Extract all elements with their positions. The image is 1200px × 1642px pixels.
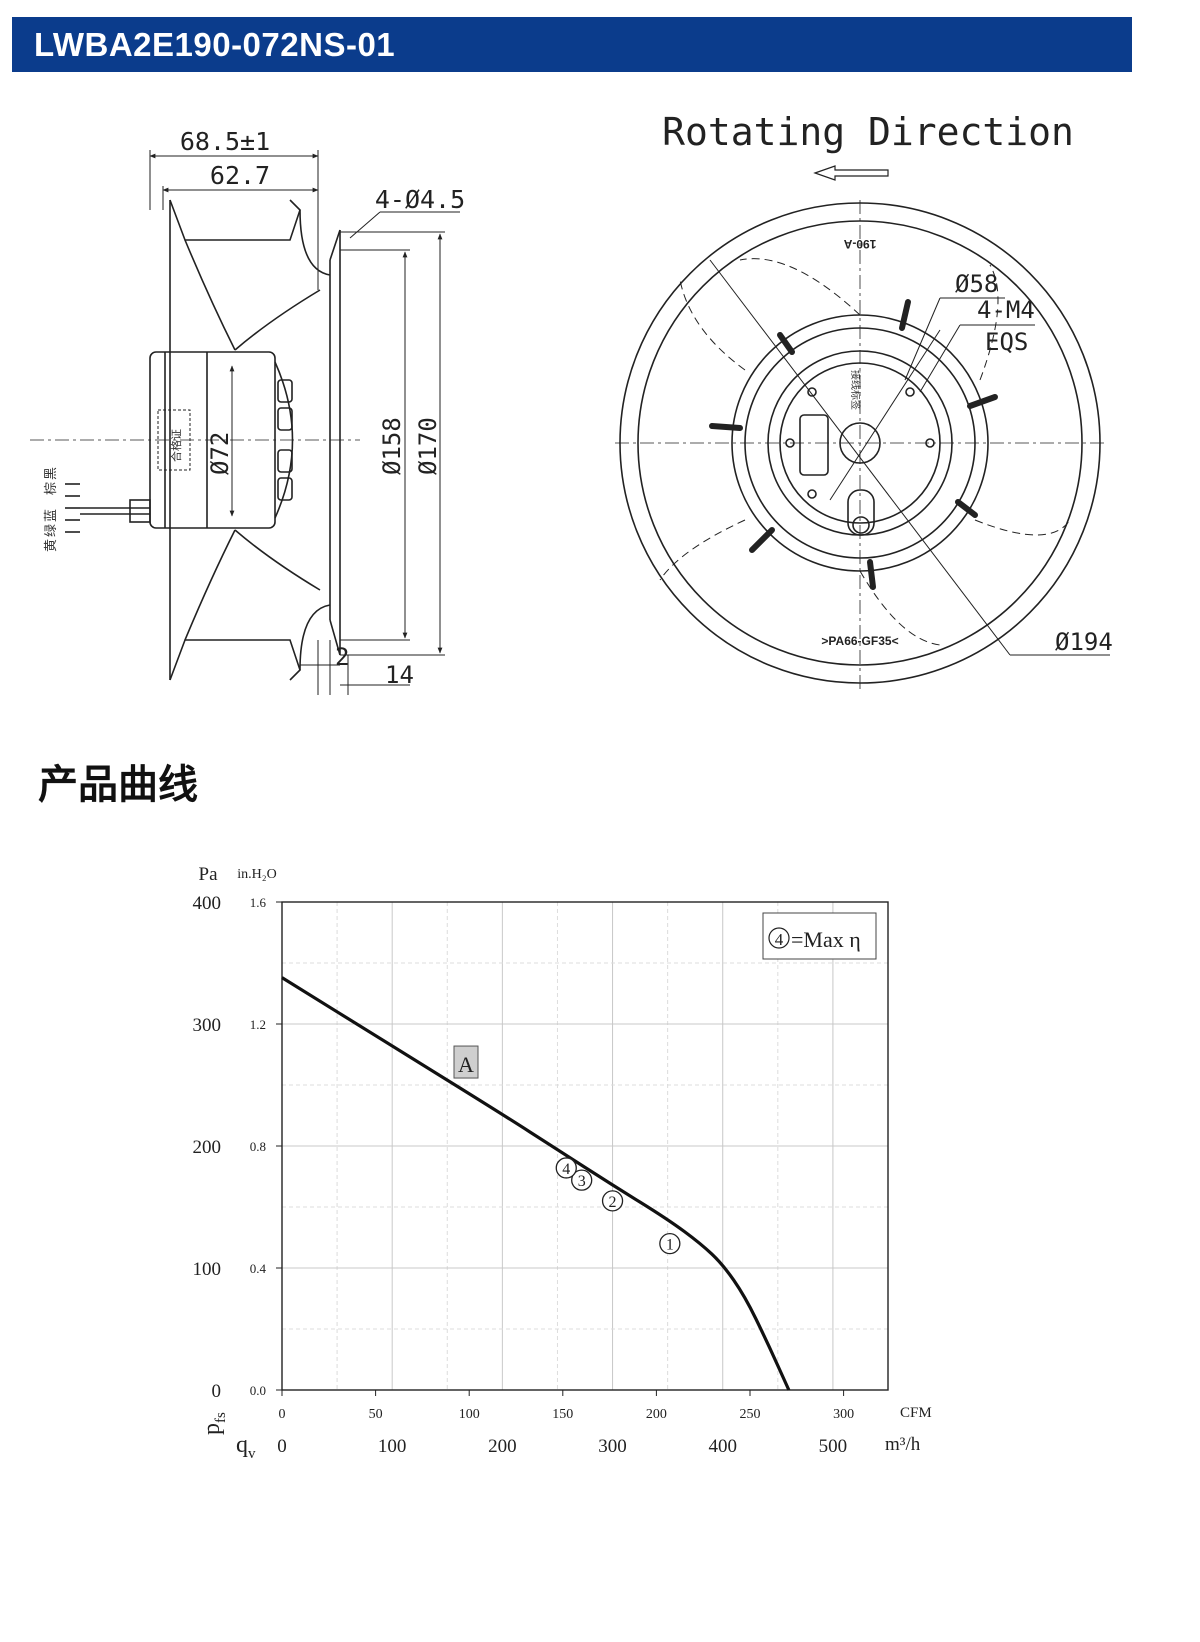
y-tick-label-pa: 0 bbox=[212, 1381, 222, 1402]
operating-point-label: 2 bbox=[609, 1194, 617, 1211]
dim-screws: 4-M4 bbox=[977, 296, 1035, 324]
y-axis-title: pfs bbox=[199, 1412, 229, 1435]
x-tick-label-cfm: 50 bbox=[369, 1407, 383, 1422]
x-tick-label-cfm: 200 bbox=[646, 1407, 667, 1422]
section-title: 产品曲线 bbox=[38, 762, 198, 808]
dim-gap: 2 bbox=[335, 643, 349, 671]
operating-point-marker bbox=[555, 1157, 577, 1179]
rotating-direction-label: Rotating Direction bbox=[662, 110, 1074, 154]
technical-drawing: 68.5±1 62.7 4-Ø4.5 Ø72 Ø158 Ø170 2 14 合格… bbox=[30, 110, 1113, 695]
wire-color: 棕 bbox=[44, 482, 59, 495]
top-mark: 190-A bbox=[843, 237, 876, 251]
cert-label: 合格证 bbox=[169, 429, 183, 462]
x-tick-label-m3h: 400 bbox=[708, 1436, 737, 1457]
legend-marker: 4 bbox=[775, 930, 784, 949]
x-unit-m3h: m³/h bbox=[885, 1434, 921, 1455]
x-tick-label-m3h: 500 bbox=[819, 1436, 848, 1457]
y-axis-label: pfs bbox=[199, 1412, 229, 1435]
x-tick-label-cfm: 250 bbox=[739, 1407, 760, 1422]
y-tick-label-inh2o: 0.4 bbox=[250, 1261, 267, 1276]
operating-point-marker bbox=[571, 1169, 593, 1191]
y-tick-label-pa: 300 bbox=[193, 1015, 222, 1036]
y-unit-inh2o: in.H₂O bbox=[237, 867, 277, 882]
dim-screws-eqs: EQS bbox=[985, 328, 1028, 356]
y-tick-label-inh2o: 1.6 bbox=[250, 895, 267, 910]
wire-color: 黑 bbox=[44, 467, 59, 480]
wire-color: 黄 bbox=[44, 539, 59, 552]
series-label: A bbox=[453, 1045, 479, 1079]
x-tick-label-cfm: 100 bbox=[459, 1407, 480, 1422]
y-tick-label-inh2o: 1.2 bbox=[250, 1017, 266, 1032]
dim-impeller-diameter: Ø194 bbox=[1055, 628, 1113, 656]
series-line bbox=[281, 976, 791, 1391]
model-banner: LWBA2E190-072NS-01 bbox=[12, 17, 1132, 72]
y-tick-label-inh2o: 0.8 bbox=[250, 1139, 266, 1154]
operating-points: 1 2 34 bbox=[555, 1157, 681, 1255]
wire-color: 绿 bbox=[44, 524, 59, 537]
dim-overall-width: 68.5±1 bbox=[180, 127, 270, 156]
operating-point-marker bbox=[659, 1232, 681, 1255]
x-tick-label-cfm: 0 bbox=[279, 1407, 286, 1422]
chart-grid bbox=[282, 902, 888, 1390]
operating-point-marker bbox=[601, 1190, 624, 1212]
material-mark: >PA66-GF35< bbox=[821, 634, 898, 648]
x-tick-label-cfm: 300 bbox=[833, 1407, 854, 1422]
x-unit-cfm: CFM bbox=[900, 1405, 932, 1421]
operating-point-label: 1 bbox=[666, 1237, 674, 1254]
x-tick-label-m3h: 200 bbox=[488, 1436, 517, 1457]
series-label-box bbox=[453, 1045, 479, 1079]
operating-point-label: 3 bbox=[578, 1173, 586, 1190]
legend-text: =Max η bbox=[791, 927, 861, 952]
dim-hub-diameter: Ø58 bbox=[955, 270, 998, 298]
x-tick-label-m3h: 300 bbox=[598, 1436, 627, 1457]
x-tick-label-cfm: 150 bbox=[552, 1407, 573, 1422]
rotor-label: 接线标签 bbox=[849, 370, 862, 410]
x-tick-label-m3h: 100 bbox=[378, 1436, 407, 1457]
dim-flange-depth: 14 bbox=[385, 661, 414, 689]
series-label-text: A bbox=[458, 1052, 474, 1077]
y-unit-pa: Pa bbox=[199, 864, 219, 885]
dim-holes: 4-Ø4.5 bbox=[375, 185, 465, 214]
front-view bbox=[615, 165, 1110, 690]
y-tick-label-pa: 100 bbox=[193, 1259, 222, 1280]
dim-inlet-diameter: Ø158 bbox=[378, 417, 406, 475]
dim-motor-diameter: Ø72 bbox=[206, 432, 234, 475]
y-tick-label-pa: 400 bbox=[193, 893, 222, 914]
x-tick-label-m3h: 0 bbox=[277, 1436, 287, 1457]
y-tick-label-inh2o: 0.0 bbox=[250, 1383, 266, 1398]
side-view bbox=[30, 150, 460, 695]
wire-colors: 黄 绿 蓝 棕 黑 bbox=[44, 467, 59, 552]
dim-body-width: 62.7 bbox=[210, 161, 270, 190]
dim-flange-diameter: Ø170 bbox=[414, 417, 442, 475]
wire-color: 蓝 bbox=[44, 509, 59, 522]
y-tick-label-pa: 200 bbox=[193, 1137, 222, 1158]
legend-note: 4 =Max η bbox=[762, 912, 877, 960]
operating-point-label: 4 bbox=[562, 1161, 570, 1178]
x-axis-label: qv bbox=[236, 1432, 256, 1462]
model-title: LWBA2E190-072NS-01 bbox=[34, 26, 396, 63]
